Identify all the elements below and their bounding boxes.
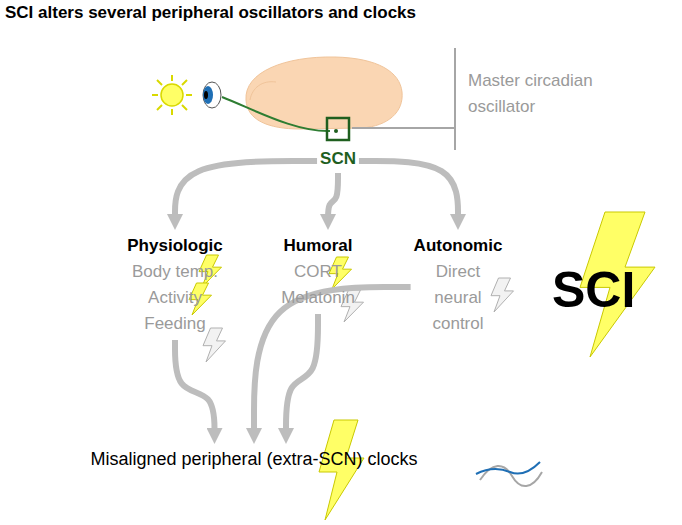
optic-nerve [222, 97, 330, 131]
flow-arrow [254, 287, 411, 436]
node-body: Body temp. Activity Feeding [125, 259, 225, 337]
sun-ray [152, 94, 158, 96]
sun-ray [182, 105, 187, 110]
node-body: Direct neural control [423, 259, 493, 337]
flow-arrow [175, 340, 215, 436]
sun-ray [157, 105, 162, 110]
brain-fold [250, 82, 276, 100]
sun-disc [161, 84, 183, 106]
bracket-leader [352, 127, 455, 129]
annotation-label: Master circadian oscillator [468, 68, 640, 120]
flow-arrow [286, 314, 318, 436]
humoral-group: HumoralCORT Melatonin [273, 233, 363, 311]
sci-label: SCI [552, 262, 635, 318]
scn-node: SCN [320, 148, 356, 170]
scn-marker [327, 118, 349, 140]
bracket [454, 48, 456, 150]
lightning-bolt [319, 420, 364, 520]
scn-dot [334, 129, 338, 133]
flow-arrow [328, 173, 338, 222]
figure-title: SCI alters several peripheral oscillator… [5, 3, 416, 23]
flow-arrow [359, 161, 458, 222]
eye-iris [203, 86, 213, 104]
node-heading: Physiologic [125, 233, 225, 259]
lightning-bolt [491, 278, 514, 312]
sun-ray [171, 75, 173, 81]
node-heading: SCN [320, 148, 356, 170]
oscillation-wave [476, 462, 540, 474]
sun-ray [186, 94, 192, 96]
physiologic-group: PhysiologicBody temp. Activity Feeding [125, 233, 225, 337]
eye-sclera [203, 82, 221, 108]
eye-pupil [204, 91, 208, 99]
node-heading: Humoral [273, 233, 363, 259]
sun-ray [171, 109, 173, 115]
node-heading: Autonomic [414, 233, 503, 259]
brain-outline [246, 57, 402, 129]
lightning-bolt [203, 328, 226, 362]
sun-ray [157, 80, 162, 85]
sun-ray [182, 80, 187, 85]
node-body: CORT Melatonin [273, 259, 363, 311]
sun-icon [152, 75, 192, 115]
eye-icon [203, 82, 221, 108]
node-heading: Misaligned peripheral (extra-SCN) clocks [90, 447, 417, 471]
flow-arrow [175, 161, 317, 222]
sun-rays [152, 75, 192, 115]
peripheral-clocks-node: Misaligned peripheral (extra-SCN) clocks [90, 447, 417, 471]
autonomic-group: AutonomicDirect neural control [414, 233, 503, 337]
